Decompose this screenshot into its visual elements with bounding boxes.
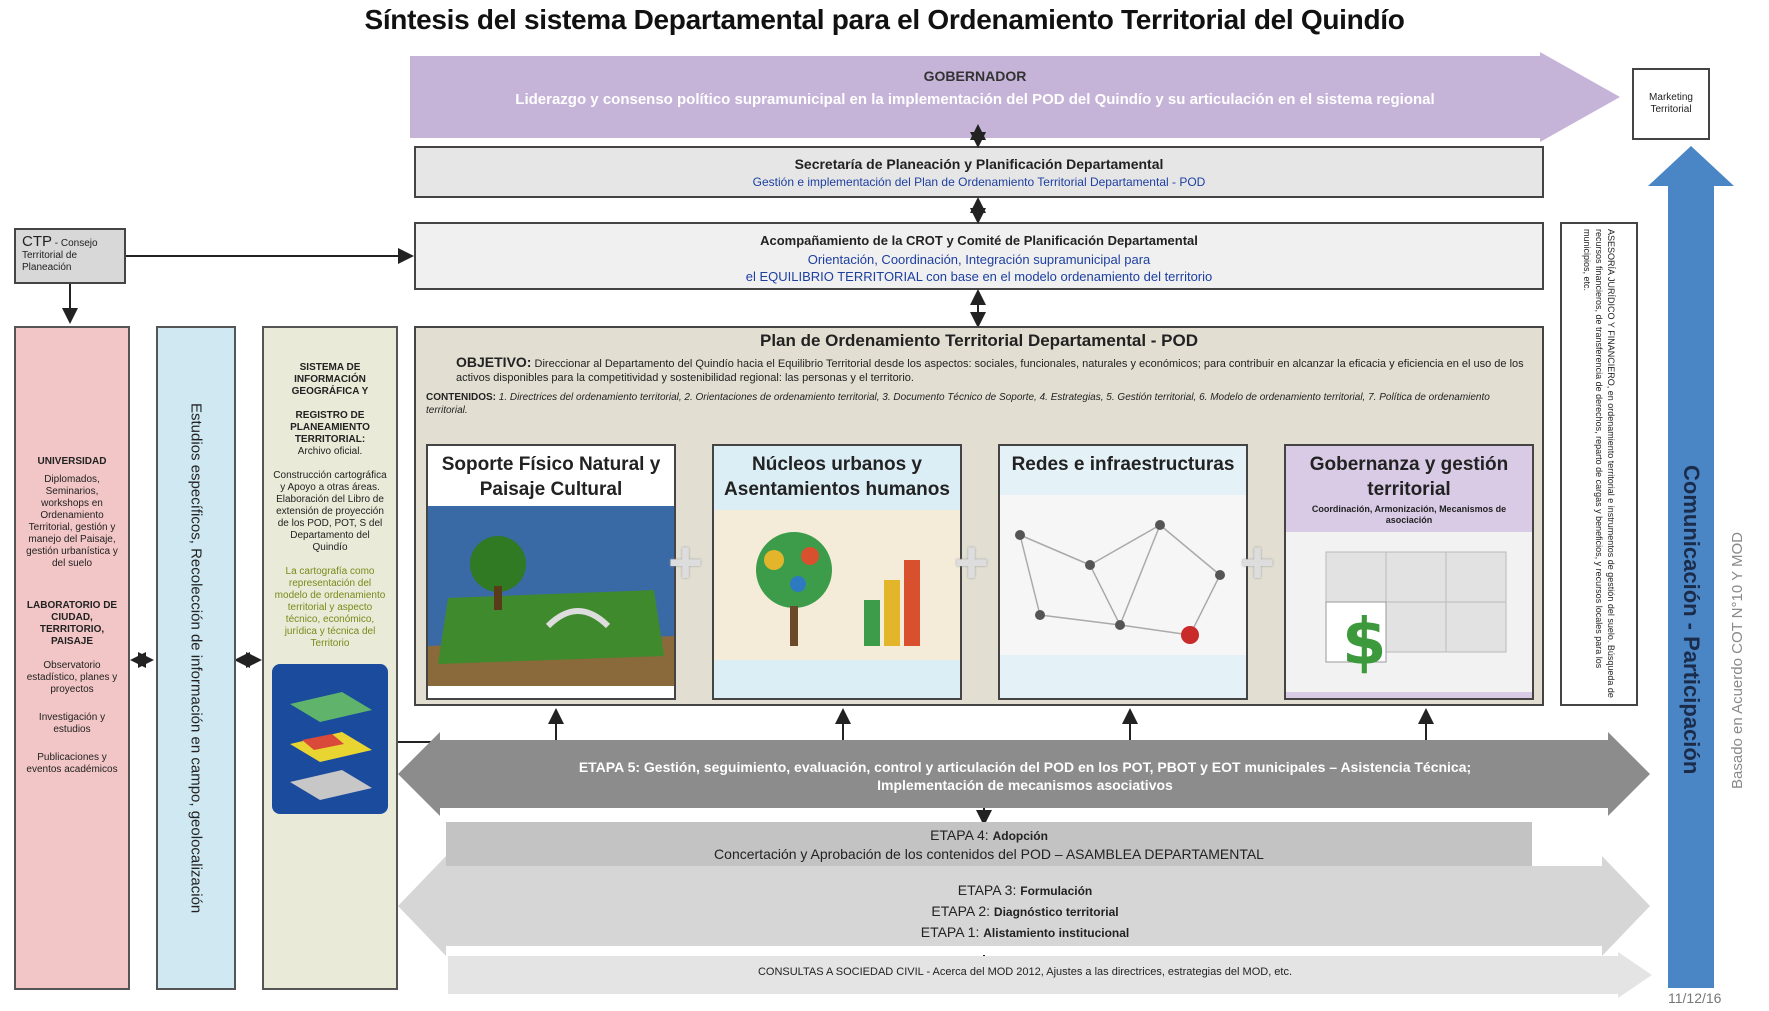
tile-urban-nuclei: Núcleos urbanos y Asentamientos humanos	[712, 444, 962, 700]
tile-title: Núcleos urbanos y Asentamientos humanos	[724, 454, 950, 500]
svg-text:$: $	[1342, 606, 1387, 680]
stage5-arrow	[398, 732, 1650, 816]
objective-label: OBJETIVO:	[456, 354, 532, 370]
stage5-block: ETAPA 5: Gestión, seguimiento, evaluació…	[460, 758, 1590, 794]
plus-icon: +	[1240, 529, 1276, 596]
governor-text: Liderazgo y consenso político supramunic…	[515, 91, 1435, 108]
university-panel: UNIVERSIDAD Diplomados, Seminarios, work…	[14, 326, 130, 990]
stage4-name: Adopción	[992, 829, 1048, 843]
governor-arrow	[410, 52, 1620, 142]
marketing-label: Marketing Territorial	[1649, 92, 1693, 115]
stage5-line1: ETAPA 5: Gestión, seguimiento, evaluació…	[578, 759, 1472, 775]
pod-objective: OBJETIVO: Direccionar al Departamento de…	[416, 351, 1542, 385]
pod-contents: CONTENIDOS: 1. Directrices del ordenamie…	[416, 385, 1542, 417]
consult-arrow	[448, 952, 1652, 998]
stages-block: ETAPA 3: Formulación ETAPA 2: Diagnóstic…	[460, 880, 1590, 943]
sig-panel: SISTEMA DE INFORMACIÓN GEOGRÁFICA Y REGI…	[262, 326, 398, 990]
stage4-text: Concertación y Aprobación de los conteni…	[714, 846, 1264, 862]
sig-text-cartography: La cartografía como representación del m…	[274, 566, 386, 649]
secretaria-heading: Secretaría de Planeación y Planificación…	[794, 156, 1164, 172]
sig-text-archive: Archivo oficial.	[297, 446, 363, 457]
stage2-label: ETAPA 2:	[931, 903, 994, 919]
lab-text-publications: Publicaciones y eventos académicos	[26, 752, 118, 775]
crot-heading: Acompañamiento de la CROT y Comité de Pl…	[760, 233, 1198, 248]
studies-panel: Estudios específicos, Recolección de inf…	[156, 326, 236, 990]
stage1-label: ETAPA 1:	[920, 924, 984, 940]
network-icon	[1000, 495, 1246, 655]
puzzle-money-icon: $	[1286, 532, 1532, 692]
communication-arrow	[1648, 146, 1734, 988]
ctp-text: - Consejo Territorial de Planeación	[22, 238, 98, 273]
stage4-box: ETAPA 4: Adopción Concertación y Aprobac…	[446, 822, 1532, 868]
gis-layers-icon	[272, 664, 388, 814]
tile-title: Soporte Físico Natural y Paisaje Cultura…	[441, 454, 661, 500]
governor-heading: GOBERNADOR	[923, 68, 1027, 84]
university-text: Diplomados, Seminarios, workshops en Ord…	[26, 474, 118, 569]
sig-text-construction: Construcción cartográfica y Apoyo a otra…	[273, 470, 387, 553]
studies-label: Estudios específicos, Recolección de inf…	[187, 402, 205, 914]
side-note: Basado en Acuerdo COT N°10 Y MOD	[1722, 470, 1752, 850]
tile-subtitle: Coordinación, Armonización, Mecanismos d…	[1311, 504, 1507, 525]
stage2-name: Diagnóstico territorial	[993, 905, 1119, 919]
tile-governance: Gobernanza y gestión territorial Coordin…	[1284, 444, 1534, 700]
tile-natural-support: Soporte Físico Natural y Paisaje Cultura…	[426, 444, 676, 700]
plus-icon: +	[668, 529, 704, 596]
stages-arrow	[398, 856, 1650, 956]
stage5-line2: Implementación de mecanismos asociativos	[877, 777, 1173, 793]
support-panel: ASESORÍA JURÍDICO Y FINANCIERO, en orden…	[1560, 222, 1638, 706]
crot-line1: Orientación, Coordinación, Integración s…	[807, 252, 1151, 267]
lab-text-observatory: Observatorio estadístico, planes y proye…	[26, 660, 118, 695]
tile-title: Gobernanza y gestión territorial	[1309, 454, 1509, 500]
sig-registry-heading: REGISTRO DE PLANEAMIENTO TERRITORIAL:	[290, 410, 370, 445]
side-note-label: Basado en Acuerdo COT N°10 Y MOD	[1728, 531, 1746, 789]
pod-heading: Plan de Ordenamiento Territorial Departa…	[759, 331, 1198, 350]
support-text: ASESORÍA JURÍDICO Y FINANCIERO, en orden…	[1582, 229, 1616, 698]
lab-heading: LABORATORIO DE CIUDAD, TERRITORIO, PAISA…	[26, 600, 118, 647]
marketing-box: Marketing Territorial	[1632, 68, 1710, 140]
date-label: 11/12/16	[1668, 990, 1722, 1006]
ctp-box: CTP - Consejo Territorial de Planeación	[14, 228, 126, 284]
contents-label: CONTENIDOS:	[426, 392, 496, 403]
page-title: Síntesis del sistema Departamental para …	[364, 4, 1405, 35]
ctp-label: CTP	[22, 233, 52, 250]
secretaria-box: Secretaría de Planeación y Planificación…	[414, 146, 1544, 198]
consult-label: CONSULTAS A SOCIEDAD CIVIL	[757, 966, 924, 978]
landscape-book-icon	[428, 506, 674, 686]
stage4-label: ETAPA 4:	[930, 827, 993, 843]
consult-block: CONSULTAS A SOCIEDAD CIVIL - Acerca del …	[460, 966, 1590, 978]
tile-title: Redes e infraestructuras	[1011, 454, 1235, 475]
lab-text-research: Investigación y estudios	[38, 712, 106, 735]
objective-text: Direccionar al Departamento del Quindío …	[456, 358, 1524, 384]
governor-block: GOBERNADOR Liderazgo y consenso político…	[420, 68, 1530, 108]
tile-networks: Redes e infraestructuras	[998, 444, 1248, 700]
consult-text: - Acerca del MOD 2012, Ajustes a las dir…	[923, 966, 1293, 978]
urban-growth-icon	[714, 510, 960, 660]
stage3-label: ETAPA 3:	[957, 882, 1021, 898]
communication-block: Comunicación - Participación	[1670, 300, 1712, 940]
plus-icon: +	[954, 529, 990, 596]
stage3-name: Formulación	[1020, 884, 1093, 898]
sig-heading: SISTEMA DE INFORMACIÓN GEOGRÁFICA Y	[291, 362, 369, 397]
contents-text: 1. Directrices del ordenamiento territor…	[426, 392, 1490, 416]
communication-label: Comunicación - Participación	[1679, 465, 1704, 775]
stage1-name: Alistamiento institucional	[983, 926, 1130, 940]
crot-line2: el EQUILIBRIO TERRITORIAL con base en el…	[745, 269, 1213, 284]
secretaria-text: Gestión e implementación del Plan de Ord…	[752, 175, 1206, 189]
university-heading: UNIVERSIDAD	[37, 456, 107, 467]
